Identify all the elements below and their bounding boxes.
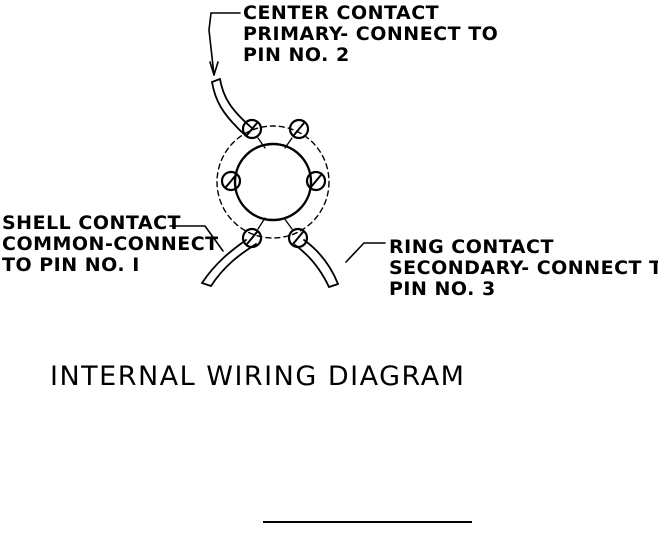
screw-terminal-mid-left: [220, 170, 242, 192]
shell-contact-pin: TO PIN NO. I: [2, 254, 140, 276]
screw-terminal-mid-right: [305, 170, 327, 192]
shell-contact-desc: COMMON-CONNECT: [2, 233, 219, 255]
screw-terminal-bottom-left: [241, 227, 263, 249]
ring-contact-pin: PIN NO. 3: [389, 278, 496, 300]
shell-contact-title: SHELL CONTACT: [2, 212, 181, 234]
center-contact-wire: [211, 78, 253, 136]
shell-contact-wire: [201, 239, 257, 287]
ring-contact-label: RING CONTACT SECONDARY- CONNECT TO PIN N…: [389, 237, 658, 300]
center-contact-desc: PRIMARY- CONNECT TO: [243, 23, 499, 45]
diagram-caption: INTERNAL WIRING DIAGRAM: [50, 361, 466, 392]
insulator-circle: [233, 142, 313, 222]
center-leader-arrow: [209, 61, 219, 76]
center-leader-line: [208, 12, 241, 76]
ring-contact-wire: [294, 239, 339, 288]
terminal-tabs: [257, 137, 293, 230]
shell-contact-label: SHELL CONTACT COMMON-CONNECT TO PIN NO. …: [2, 213, 219, 276]
shell-leader-line: [169, 225, 224, 252]
bottom-rule: [263, 521, 472, 523]
center-contact-pin: PIN NO. 2: [243, 44, 350, 66]
center-contact-label: CENTER CONTACT PRIMARY- CONNECT TO PIN N…: [243, 3, 498, 66]
center-contact-title: CENTER CONTACT: [243, 2, 440, 24]
ring-contact-title: RING CONTACT: [389, 236, 554, 258]
ring-leader-line: [345, 242, 386, 263]
screw-terminal-top-left: [241, 118, 263, 140]
screw-terminal-top-right: [288, 118, 310, 140]
screw-terminal-bottom-right: [287, 227, 309, 249]
ring-contact-desc: SECONDARY- CONNECT TO: [389, 257, 658, 279]
mounting-outline: [216, 125, 330, 239]
